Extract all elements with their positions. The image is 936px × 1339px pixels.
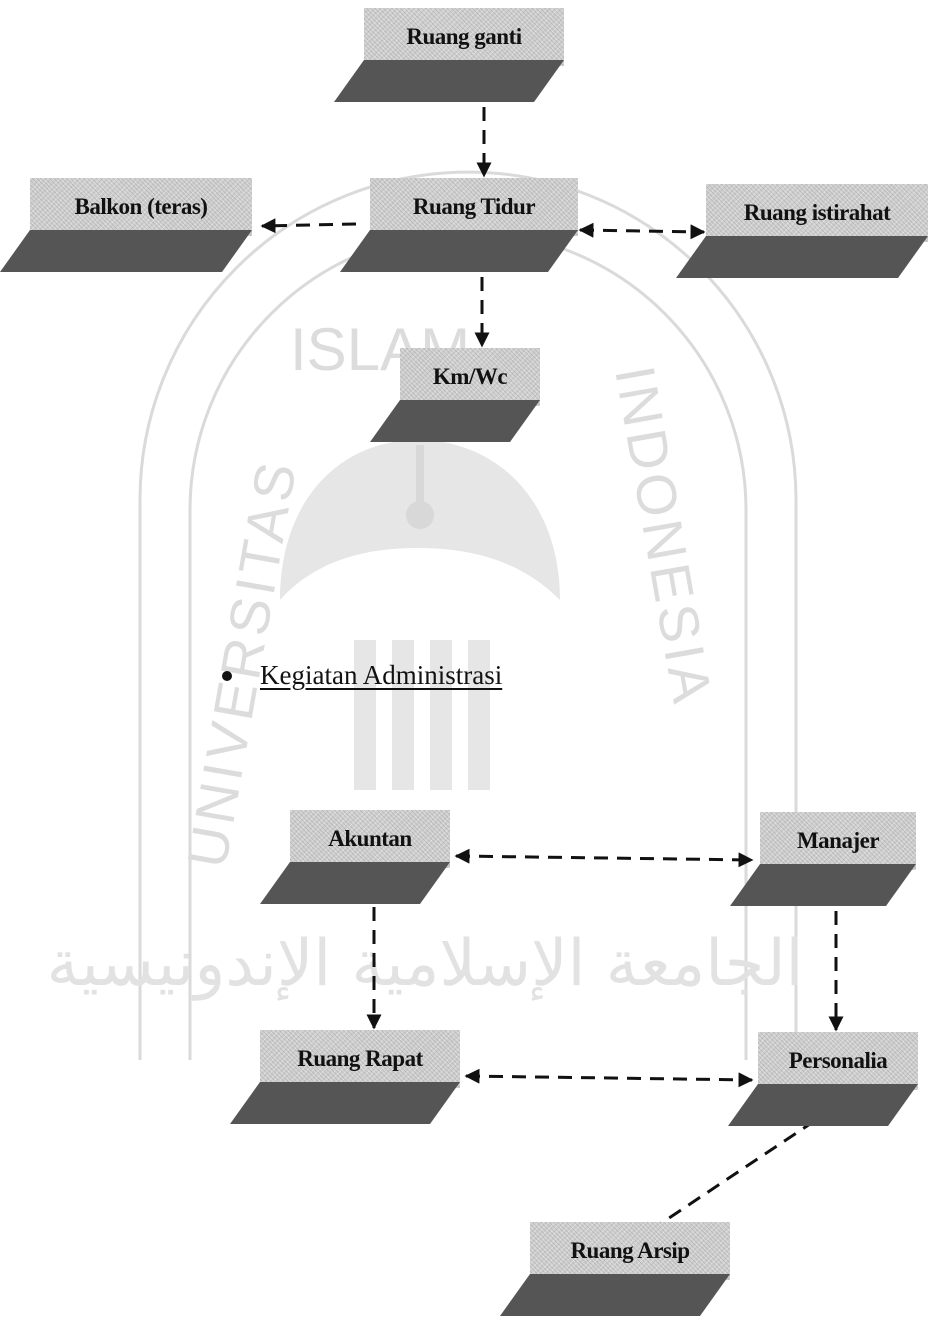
node-kmwc: Km/Wc [370,348,540,448]
node-ruang-rapat: Ruang Rapat [230,1030,460,1130]
node-label: Ruang Tidur [412,194,536,219]
node-label: Ruang Rapat [297,1046,423,1071]
node-label: Manajer [796,828,880,853]
node-akuntan: Akuntan [260,810,450,910]
node-manajer: Manajer [730,812,916,912]
watermark-arabic-text: الجامعة الإسلامية الإندونيسية [47,927,804,1001]
connector-personalia-ruang_arsip [640,1106,836,1238]
node-label: Ruang istirahat [743,200,891,225]
node-ruang-istirahat: Ruang istirahat [676,184,928,284]
node-ruang-tidur: Ruang Tidur [340,178,578,278]
node-label: Akuntan [328,826,412,851]
node-label: Balkon (teras) [74,194,208,219]
node-label: Ruang Arsip [570,1238,690,1263]
node-label: Personalia [788,1048,888,1073]
node-personalia: Personalia [728,1032,918,1132]
connector-ruang_tidur-ruang_istirahat [578,222,706,240]
connector-akuntan-manajer [454,848,754,868]
node-label: Km/Wc [432,364,508,389]
section-heading-text: Kegiatan Administrasi [260,660,503,690]
node-ruang-arsip: Ruang Arsip [500,1222,730,1322]
connector-ruang_tidur-balkon [260,218,357,234]
node-balkon: Balkon (teras) [0,178,252,278]
node-label: Ruang ganti [406,24,522,49]
bullet-icon [222,670,232,681]
section-heading: Kegiatan Administrasi [222,660,502,691]
node-ruang-ganti: Ruang ganti [334,8,564,108]
connector-ruang_rapat-personalia [464,1068,754,1088]
